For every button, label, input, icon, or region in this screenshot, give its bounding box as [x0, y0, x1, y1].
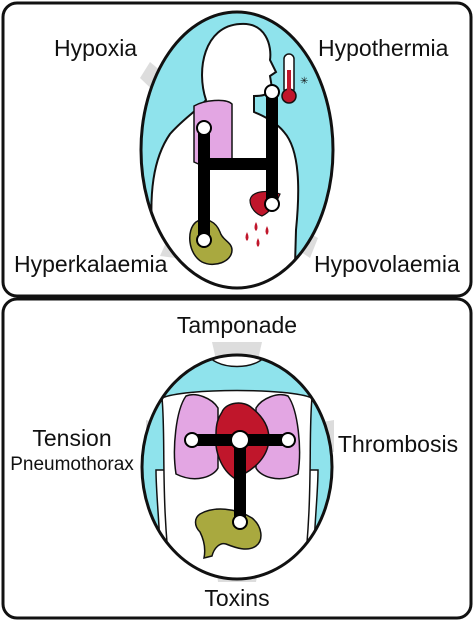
node-hypothermia [264, 84, 280, 100]
label-thrombosis: Thrombosis [338, 431, 458, 457]
node-toxins [232, 514, 248, 530]
node-hyperkalaemia [196, 232, 212, 248]
top-oval [139, 10, 335, 290]
lungs-icon [173, 394, 301, 480]
label-pneumothorax: Pneumothorax [10, 454, 134, 475]
label-toxins: Toxins [204, 585, 269, 611]
label-hypoxia: Hypoxia [54, 35, 137, 61]
label-tension: Tension [32, 425, 111, 451]
t-connector [184, 430, 296, 530]
top-panel: ✳ Hypoxia Hypothermia Hyperkalaemia Hypo… [1, 1, 473, 298]
node-hypoxia [196, 120, 212, 136]
thermometer-icon: ✳ [281, 53, 308, 104]
blood-drops-icon [245, 222, 269, 247]
bottom-panel: Tamponade Tension Pneumothorax Thrombosi… [1, 297, 473, 620]
node-tamponade [230, 430, 250, 450]
node-thrombosis [280, 432, 296, 448]
label-hyperkalaemia: Hyperkalaemia [14, 251, 168, 277]
label-tamponade: Tamponade [177, 312, 297, 338]
label-hypovolaemia: Hypovolaemia [314, 251, 460, 277]
h-connector [196, 84, 280, 248]
label-hypothermia: Hypothermia [318, 35, 449, 61]
node-tension [184, 432, 200, 448]
svg-text:✳: ✳ [300, 76, 308, 87]
node-hypovolaemia [264, 196, 280, 212]
bottom-oval [140, 353, 334, 581]
